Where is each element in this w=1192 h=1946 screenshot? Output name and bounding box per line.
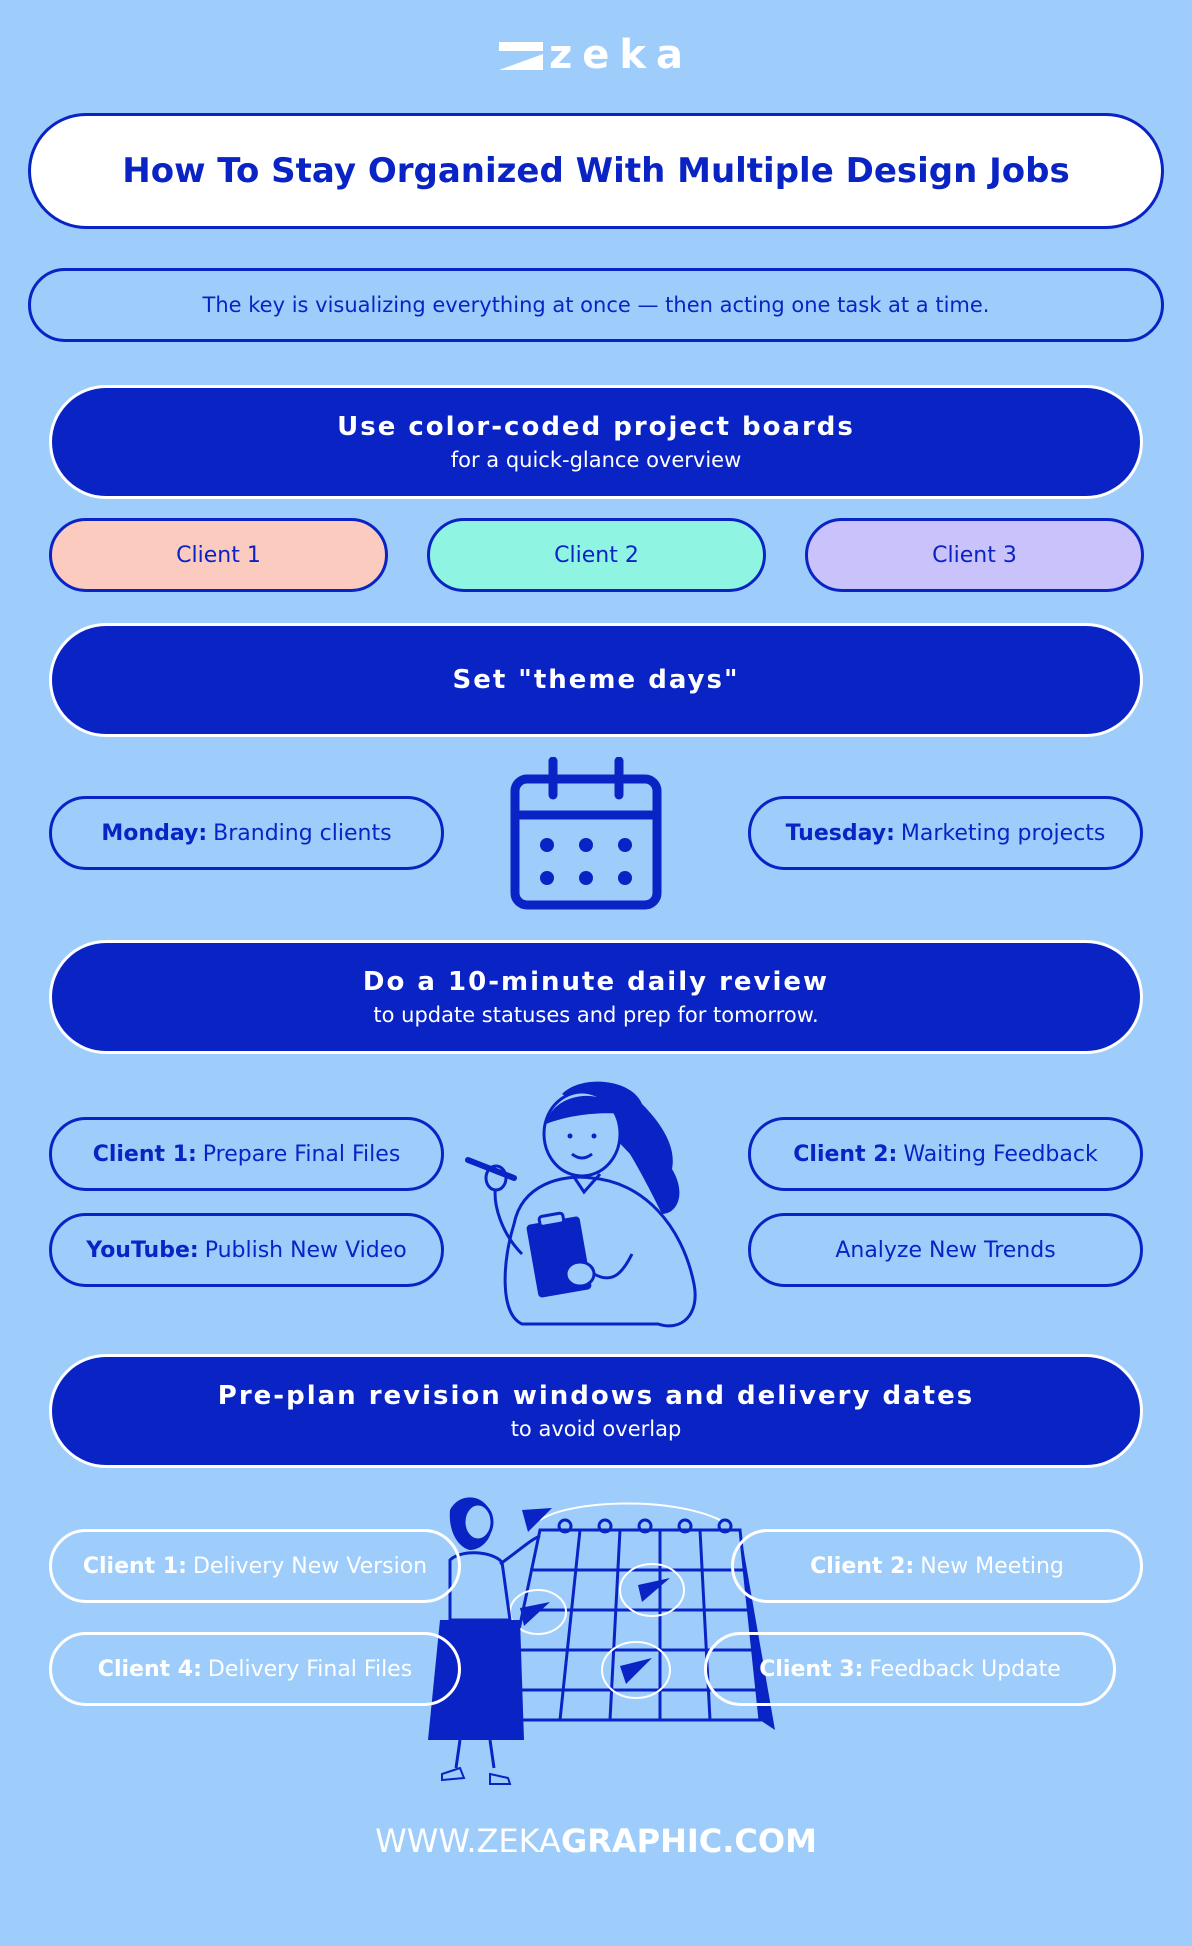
client-board-label: Client 1 xyxy=(176,542,261,568)
section-subheading: for a quick-glance overview xyxy=(450,448,742,472)
delivery-text: Delivery New Version xyxy=(192,1553,428,1579)
page-subtitle-text: The key is visualizing everything at onc… xyxy=(202,293,990,317)
daily-task-client-1: Client 1:Prepare Final Files xyxy=(49,1117,444,1191)
section-subheading: to update statuses and prep for tomorrow… xyxy=(373,1003,819,1027)
delivery-owner: Client 4: xyxy=(97,1656,202,1682)
task-text: Prepare Final Files xyxy=(202,1141,401,1167)
brand-logo-text: zeka xyxy=(548,32,693,78)
delivery-client-3: Client 3:Feedback Update xyxy=(704,1632,1116,1706)
delivery-owner: Client 3: xyxy=(759,1656,864,1682)
task-text: Waiting Feedback xyxy=(903,1141,1098,1167)
client-board-2: Client 2 xyxy=(427,518,766,592)
daily-task-client-2: Client 2:Waiting Feedback xyxy=(748,1117,1143,1191)
page-subtitle: The key is visualizing everything at onc… xyxy=(28,268,1164,342)
brand-logo: zeka xyxy=(0,32,1192,80)
section-heading: Do a 10-minute daily review xyxy=(362,967,830,997)
section-revision-windows: Pre-plan revision windows and delivery d… xyxy=(49,1354,1143,1468)
client-board-1: Client 1 xyxy=(49,518,388,592)
footer-website[interactable]: WWW.ZEKAGRAPHIC.COM xyxy=(0,1822,1192,1860)
theme-day-text: Marketing projects xyxy=(900,820,1106,846)
delivery-client-2: Client 2:New Meeting xyxy=(731,1529,1143,1603)
task-owner: YouTube: xyxy=(86,1237,199,1263)
section-subheading: to avoid overlap xyxy=(510,1417,682,1441)
section-heading: Set "theme days" xyxy=(452,665,740,695)
section-theme-days: Set "theme days" xyxy=(49,623,1143,737)
delivery-text: Feedback Update xyxy=(869,1656,1061,1682)
daily-task-trends: Analyze New Trends xyxy=(748,1213,1143,1287)
zeka-logo-mark-icon xyxy=(498,34,543,80)
theme-day-name: Tuesday: xyxy=(785,820,895,846)
section-color-boards: Use color-coded project boards for a qui… xyxy=(49,385,1143,499)
theme-day-name: Monday: xyxy=(101,820,208,846)
daily-task-youtube: YouTube:Publish New Video xyxy=(49,1213,444,1287)
theme-day-text: Branding clients xyxy=(213,820,392,846)
theme-day-monday: Monday:Branding clients xyxy=(49,796,444,870)
calendar-icon xyxy=(507,756,665,912)
footer-website-bold: GRAPHIC.COM xyxy=(560,1822,817,1860)
section-heading: Use color-coded project boards xyxy=(337,412,855,442)
footer-website-light: WWW.ZEKA xyxy=(375,1822,561,1860)
task-owner: Client 2: xyxy=(793,1141,898,1167)
task-owner: Client 1: xyxy=(92,1141,197,1167)
delivery-text: New Meeting xyxy=(920,1553,1064,1579)
client-board-label: Client 3 xyxy=(932,542,1017,568)
woman-with-clipboard-illustration xyxy=(462,1074,702,1336)
section-heading: Pre-plan revision windows and delivery d… xyxy=(217,1381,975,1411)
theme-day-tuesday: Tuesday:Marketing projects xyxy=(748,796,1143,870)
task-text: Analyze New Trends xyxy=(835,1237,1056,1263)
client-board-label: Client 2 xyxy=(554,542,639,568)
task-text: Publish New Video xyxy=(204,1237,407,1263)
delivery-text: Delivery Final Files xyxy=(207,1656,413,1682)
client-board-3: Client 3 xyxy=(805,518,1144,592)
delivery-client-4: Client 4:Delivery Final Files xyxy=(49,1632,461,1706)
delivery-owner: Client 1: xyxy=(82,1553,187,1579)
page-title: How To Stay Organized With Multiple Desi… xyxy=(28,113,1164,229)
page-title-text: How To Stay Organized With Multiple Desi… xyxy=(122,151,1070,191)
section-daily-review: Do a 10-minute daily review to update st… xyxy=(49,940,1143,1054)
delivery-client-1: Client 1:Delivery New Version xyxy=(49,1529,461,1603)
delivery-owner: Client 2: xyxy=(810,1553,915,1579)
